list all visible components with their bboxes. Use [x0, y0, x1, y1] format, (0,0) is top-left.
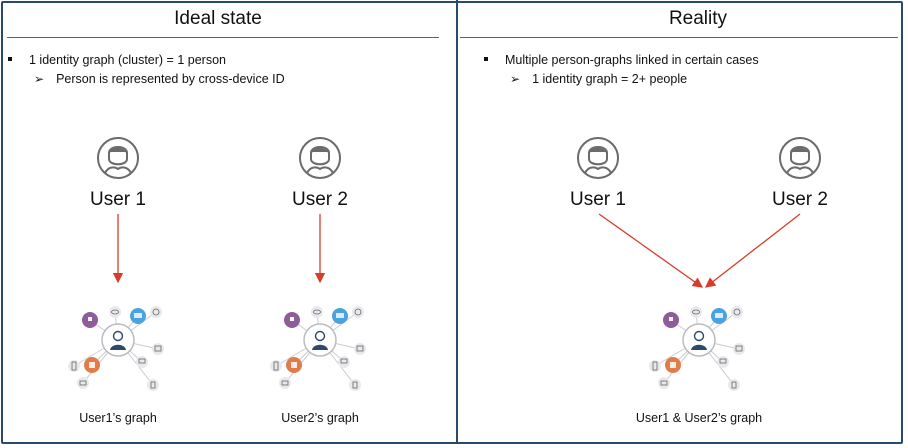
identity-graph-icon: [648, 305, 746, 392]
left-sub-bullet: ➢ Person is represented by cross-device I…: [34, 72, 285, 86]
identity-graph-icon: [269, 305, 367, 392]
identity-graph-icon: [67, 305, 165, 392]
right-bullet: Multiple person-graphs linked in certain…: [484, 53, 759, 67]
user-avatar-icon: [779, 137, 821, 179]
arrow-bullet-icon: ➢: [34, 72, 45, 86]
right-user-2: User 2: [750, 136, 850, 211]
user-label: User 1: [90, 189, 146, 210]
right-title-rule: [460, 37, 898, 38]
graph-caption-left-2: User2’s graph: [281, 411, 359, 425]
left-user-1: User 1: [68, 136, 168, 211]
right-user-1: User 1: [548, 136, 648, 211]
user-avatar-icon: [97, 137, 139, 179]
right-sub-bullet-text: 1 identity graph = 2+ people: [532, 72, 688, 86]
right-bullet-text: Multiple person-graphs linked in certain…: [505, 53, 759, 67]
left-title-rule: [7, 37, 439, 38]
left-bullet: 1 identity graph (cluster) = 1 person: [8, 53, 226, 67]
right-sub-bullet: ➢ 1 identity graph = 2+ people: [510, 72, 687, 86]
graph-caption-right: User1 & User2’s graph: [635, 411, 763, 425]
left-sub-bullet-text: Person is represented by cross-device ID: [56, 72, 285, 86]
user-label: User 2: [772, 189, 828, 210]
left-panel-title: Ideal state: [174, 8, 262, 29]
user-avatar-icon: [577, 137, 619, 179]
center-divider: [456, 0, 458, 443]
user-label: User 2: [292, 189, 348, 210]
left-bullet-text: 1 identity graph (cluster) = 1 person: [29, 53, 226, 67]
user-label: User 1: [570, 189, 626, 210]
graph-caption-left-1: User1’s graph: [79, 411, 157, 425]
arrow-bullet-icon: ➢: [510, 72, 521, 86]
arrow-right-user1-to-graph: [598, 213, 704, 288]
user-avatar-icon: [299, 137, 341, 179]
left-user-2: User 2: [270, 136, 370, 211]
arrow-right-user2-to-graph: [704, 213, 801, 288]
right-panel-title: Reality: [668, 8, 728, 29]
